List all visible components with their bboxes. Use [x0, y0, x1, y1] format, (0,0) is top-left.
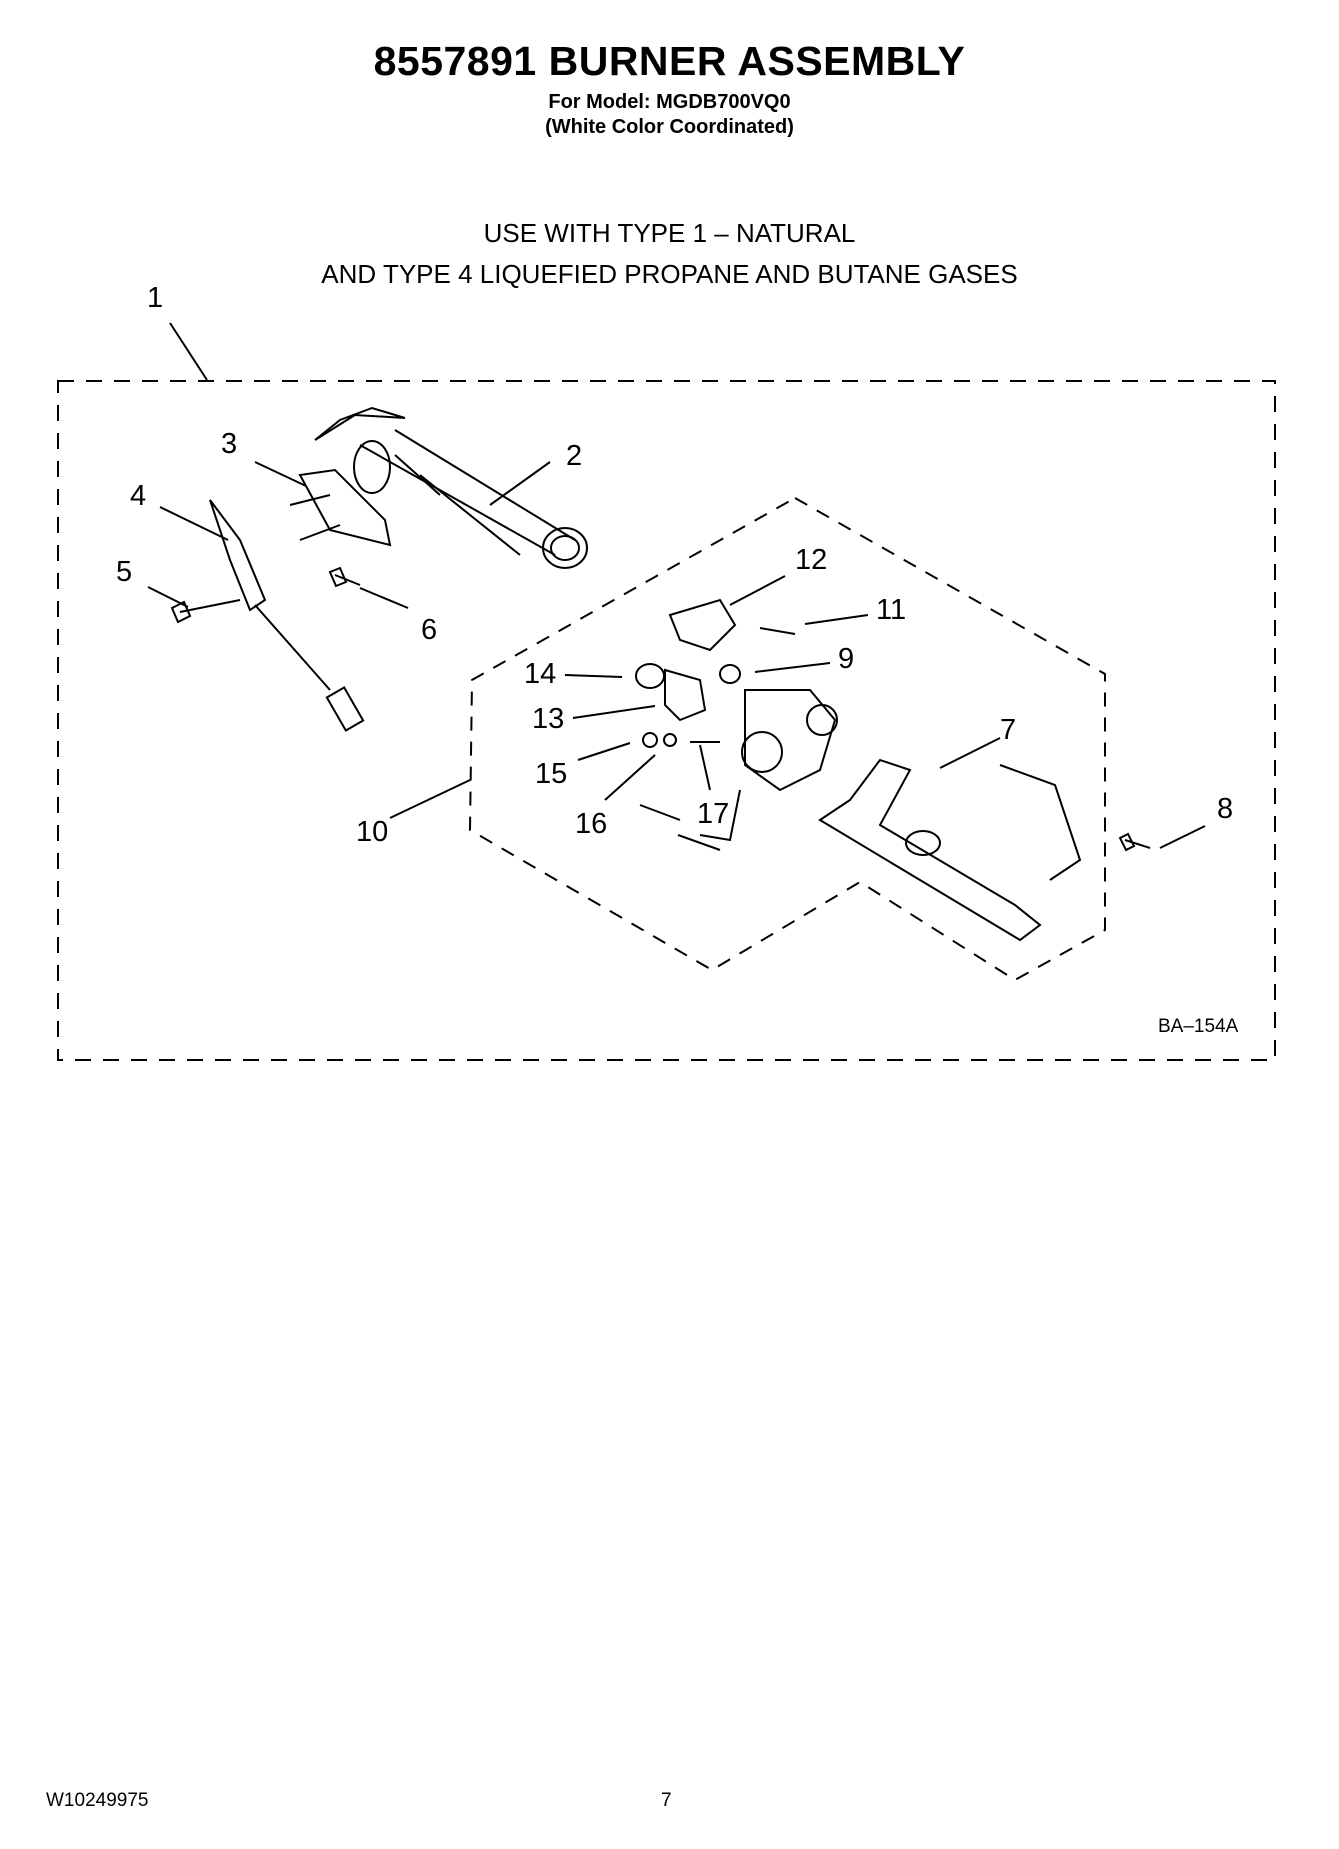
- page-number: 7: [661, 1790, 672, 1811]
- callout-16: 16: [575, 808, 608, 840]
- callout-17: 17: [697, 798, 730, 830]
- fitting-part-9: [719, 664, 741, 684]
- screw-part-6: [328, 566, 361, 588]
- callout-4: 4: [130, 480, 147, 512]
- part-15: [642, 732, 658, 748]
- leader-lines: [147, 322, 1206, 849]
- callout-10: 10: [356, 816, 389, 848]
- callout-14: 14: [524, 658, 557, 690]
- mounting-plate-part: [818, 758, 1082, 942]
- callout-9: 9: [838, 643, 855, 675]
- bracket-part-12: [668, 598, 737, 652]
- coil-part-13: [664, 668, 707, 722]
- igniter-bracket-part: [289, 468, 392, 547]
- valve-assembly-outline: [468, 496, 1106, 982]
- assembly-frame: [57, 380, 1276, 1061]
- diagram-code: BA–154A: [1158, 1016, 1239, 1037]
- callout-13: 13: [532, 703, 565, 735]
- callout-11: 11: [876, 594, 907, 626]
- pipe-segment: [639, 804, 721, 851]
- color-subtitle: (White Color Coordinated): [545, 116, 794, 138]
- page-title: 8557891 BURNER ASSEMBLY: [373, 38, 966, 84]
- coil-part-14: [635, 663, 665, 689]
- model-subtitle: For Model: MGDB700VQ0: [548, 91, 791, 113]
- document-number: W10249975: [46, 1790, 149, 1811]
- usage-note-line1: USE WITH TYPE 1 – NATURAL: [483, 218, 856, 248]
- callout-3: 3: [221, 428, 238, 460]
- callout-1: 1: [147, 282, 164, 314]
- screw-part-8: [1118, 832, 1151, 852]
- callout-2: 2: [566, 440, 583, 472]
- callout-7: 7: [1000, 714, 1017, 746]
- callout-5: 5: [116, 556, 133, 588]
- burner-tube-part: [314, 406, 588, 569]
- part-16: [663, 733, 677, 747]
- callout-12: 12: [795, 544, 828, 576]
- screw-part-5: [170, 599, 241, 624]
- callout-15: 15: [535, 758, 568, 790]
- igniter-part: [209, 499, 365, 732]
- gas-valve-part: [699, 689, 838, 842]
- callout-8: 8: [1217, 793, 1234, 825]
- screw-part-11: [759, 627, 796, 635]
- callout-6: 6: [421, 614, 438, 646]
- usage-note-line2: AND TYPE 4 LIQUEFIED PROPANE AND BUTANE …: [321, 259, 1018, 289]
